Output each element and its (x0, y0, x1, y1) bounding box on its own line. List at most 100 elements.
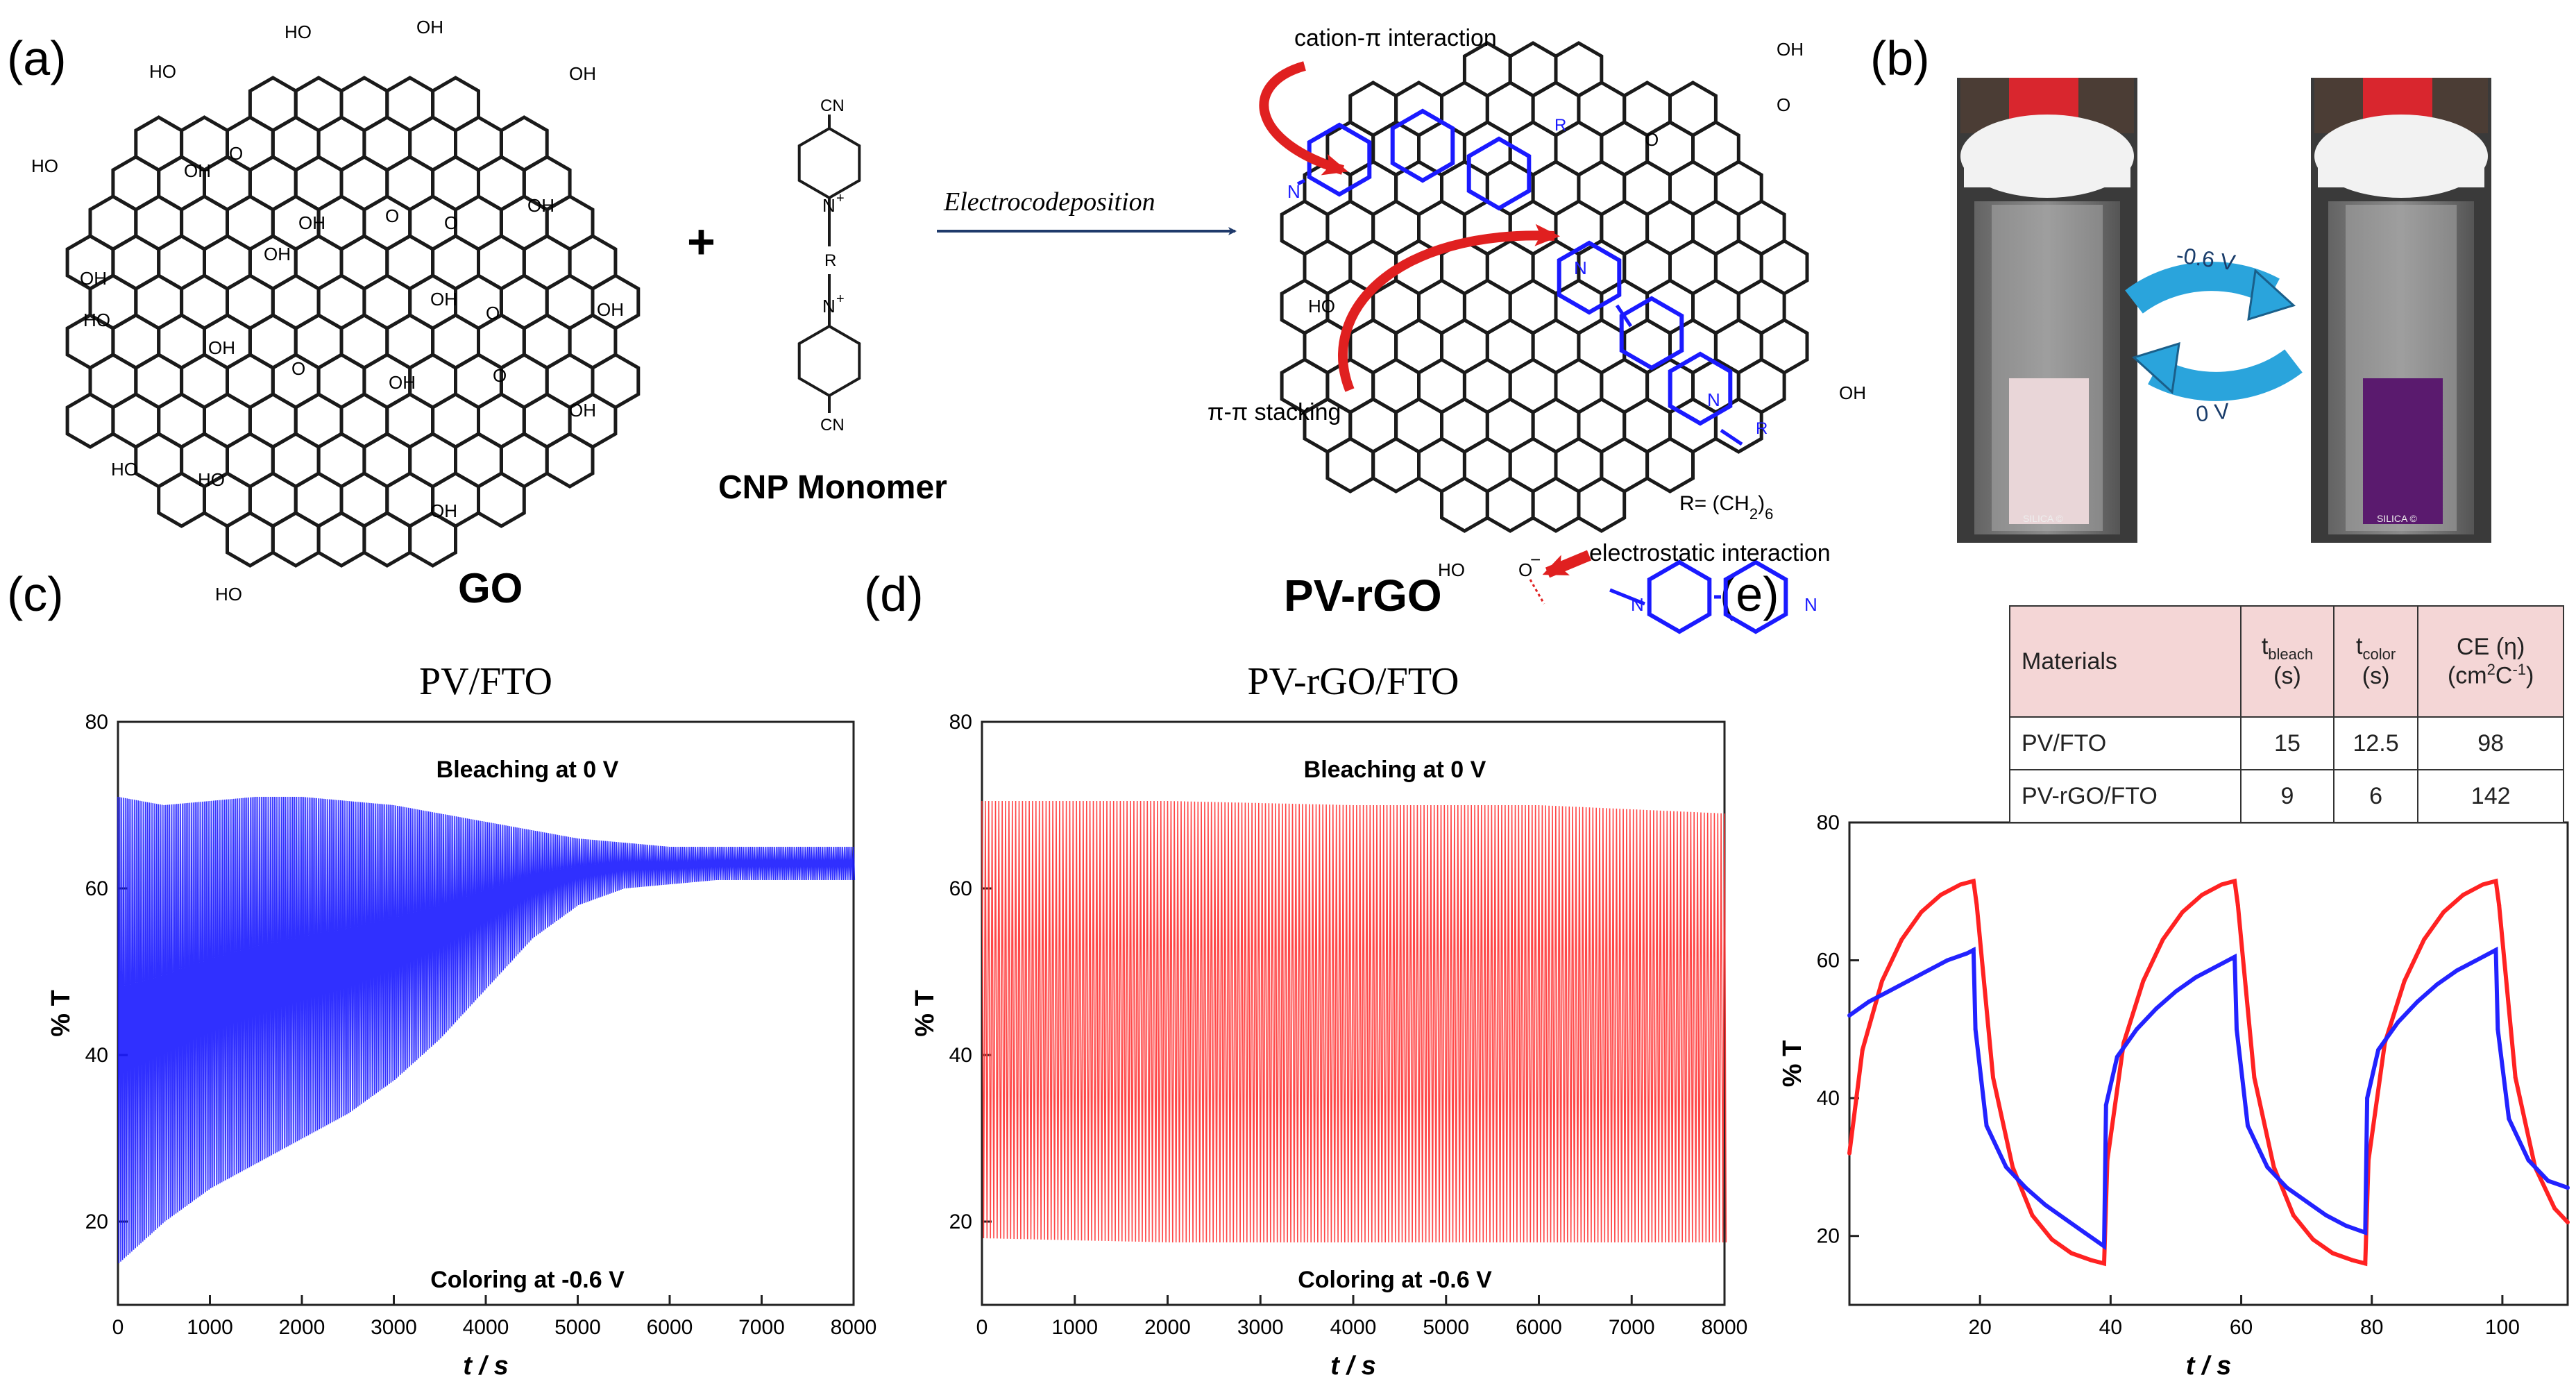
transmittance-series (1848, 946, 2568, 1251)
data-point (2271, 1165, 2276, 1170)
pyridinium-ring (1557, 240, 1622, 315)
panel-label-c: (c) (7, 567, 64, 621)
data-point (2232, 879, 2237, 884)
functional-group-label: O (1518, 559, 1532, 580)
x-tick-label: 6000 (1516, 1316, 1562, 1339)
table-cell: 12.5 (2332, 716, 2419, 770)
data-point (2496, 1027, 2500, 1031)
functional-group-label: OH (527, 195, 554, 216)
data-point (2350, 1258, 2355, 1263)
data-point (2441, 910, 2446, 915)
data-point (2010, 1165, 2015, 1170)
x-tick-label: 5000 (1423, 1316, 1469, 1339)
carbon-ring (545, 432, 595, 489)
data-point (2363, 1230, 2368, 1235)
carbon-ring (362, 511, 412, 568)
x-axis-label: t / s (2186, 1351, 2231, 1381)
data-point (2180, 910, 2185, 915)
functional-group-label: OH (1777, 39, 1804, 60)
x-tick-label: 1000 (187, 1316, 233, 1339)
electrostatic-bond (1529, 579, 1545, 605)
x-tick-label: 4000 (1330, 1316, 1377, 1339)
data-point (2069, 1251, 2074, 1256)
data-point (1991, 1075, 1995, 1080)
monomer-label: CNP Monomer (718, 469, 947, 506)
data-point (2252, 1075, 2257, 1080)
transmittance-series (117, 796, 856, 1264)
pyridinium-ring (1466, 136, 1532, 211)
pyridinium-ring (1307, 122, 1372, 197)
functional-group-label: HO (1308, 296, 1335, 317)
transmittance-series (981, 800, 1727, 1243)
y-axis-label: % T (1778, 1040, 1807, 1088)
data-point (2434, 982, 2439, 987)
bond (1609, 588, 1645, 606)
data-point (2174, 989, 2178, 994)
functional-group-label: OH (80, 268, 107, 289)
functional-group-label: HO (83, 310, 110, 330)
x-tick-label: 7000 (1609, 1316, 1655, 1339)
table-cell: PV-rGO/FTO (2008, 769, 2242, 823)
data-point (2082, 1230, 2087, 1235)
data-point (2552, 1206, 2557, 1210)
graphene-oxide-structure (65, 76, 641, 568)
linker-label: R (1756, 419, 1768, 438)
data-point (2461, 893, 2466, 897)
carbon-ring (1371, 437, 1421, 493)
data-point (2422, 937, 2426, 942)
nitrogen-label: N (1574, 258, 1587, 278)
charge-label: − (1530, 549, 1541, 570)
carbon-ring (316, 511, 366, 568)
data-point (1965, 951, 1969, 956)
chart-title: PV-rGO/FTO (1248, 660, 1459, 703)
functional-group-label: HO (149, 61, 176, 82)
pyridinium-ring (797, 324, 861, 398)
y-axis-label: % T (910, 990, 940, 1037)
data-point (2232, 954, 2237, 959)
carbon-ring (1325, 437, 1375, 493)
data-point (1971, 879, 1976, 884)
functional-group-label: HO (198, 469, 225, 490)
data-point (1971, 947, 1976, 952)
table-cell: 15 (2240, 716, 2334, 770)
y-tick-label: 80 (85, 711, 108, 734)
data-point (2493, 879, 2498, 884)
epoxy-oxygen-label: O (229, 143, 243, 164)
data-point (2193, 975, 2198, 980)
data-point (2365, 1096, 2370, 1101)
x-tick-label: 1000 (1051, 1316, 1098, 1339)
x-tick-label: 100 (2485, 1316, 2520, 1339)
annotation-coloring: Coloring at -0.6 V (1298, 1267, 1492, 1293)
functional-group-label: OH (1839, 382, 1866, 403)
data-point (2513, 1075, 2518, 1080)
y-tick-label: 60 (949, 877, 972, 900)
data-point (1973, 1027, 1978, 1031)
cation-pi-arrow (1259, 61, 1348, 176)
functional-group-label: OH (298, 212, 325, 233)
cuvette-brand-right: SILICA © (2377, 513, 2417, 524)
table-header-tbleach: tbleach(s) (2240, 605, 2334, 718)
panel-label-e: (e) (1720, 567, 1779, 621)
annotation-bleaching: Bleaching at 0 V (437, 757, 619, 783)
carbon-ring (1645, 437, 1695, 493)
x-axis-label: t / s (463, 1351, 508, 1381)
plot-frame (1848, 821, 2569, 1306)
pv-rgo-structure (1280, 41, 1809, 533)
data-point (2160, 937, 2165, 942)
data-point (2376, 1047, 2381, 1052)
cation-pi-label: cation-π interaction (1294, 25, 1497, 51)
carbon-ring (226, 511, 275, 568)
table-row: PV-rGO/FTO 9 6 142 (2008, 769, 2564, 823)
data-point (2304, 1199, 2309, 1204)
table-cell: 9 (2240, 769, 2334, 823)
carbon-ring (1485, 476, 1535, 533)
x-tick-label: 5000 (554, 1316, 601, 1339)
epoxy-oxygen-label: O (493, 365, 507, 386)
x-tick-label: 80 (2360, 1316, 2383, 1339)
x-tick-label: 8000 (1702, 1316, 1748, 1339)
linker-label: R (824, 251, 836, 270)
functional-group-label: OH (430, 289, 457, 310)
x-tick-label: 6000 (647, 1316, 693, 1339)
functional-group-label: HO (1438, 559, 1465, 580)
